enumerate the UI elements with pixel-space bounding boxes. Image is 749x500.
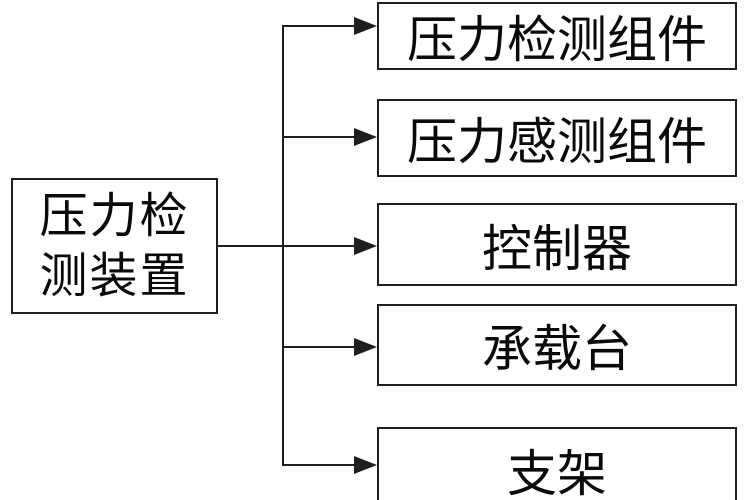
connector-branch-line	[283, 464, 357, 466]
node-controller: 控制器	[377, 203, 737, 286]
node-pressure-detection-component: 压力检测组件	[377, 2, 737, 70]
connector-branch-line	[283, 346, 357, 348]
node-label-line: 压力检	[39, 188, 190, 244]
arrowhead-right-icon	[354, 128, 377, 146]
node-pressure-sensing-component: 压力感测组件	[377, 99, 737, 177]
connector-branch-line	[283, 136, 357, 138]
arrowhead-right-icon	[354, 456, 377, 474]
connector-main-line	[217, 245, 358, 247]
node-label-line: 测装置	[39, 248, 190, 304]
node-bracket: 支架	[377, 427, 737, 500]
node-pressure-detection-device: 压力检 测装置	[11, 178, 218, 314]
connector-trunk-line	[282, 25, 284, 466]
arrowhead-right-icon	[354, 17, 377, 35]
arrowhead-right-icon	[354, 237, 377, 255]
arrowhead-right-icon	[354, 338, 377, 356]
node-carrying-platform: 承载台	[377, 304, 737, 386]
connector-branch-line	[283, 25, 357, 27]
